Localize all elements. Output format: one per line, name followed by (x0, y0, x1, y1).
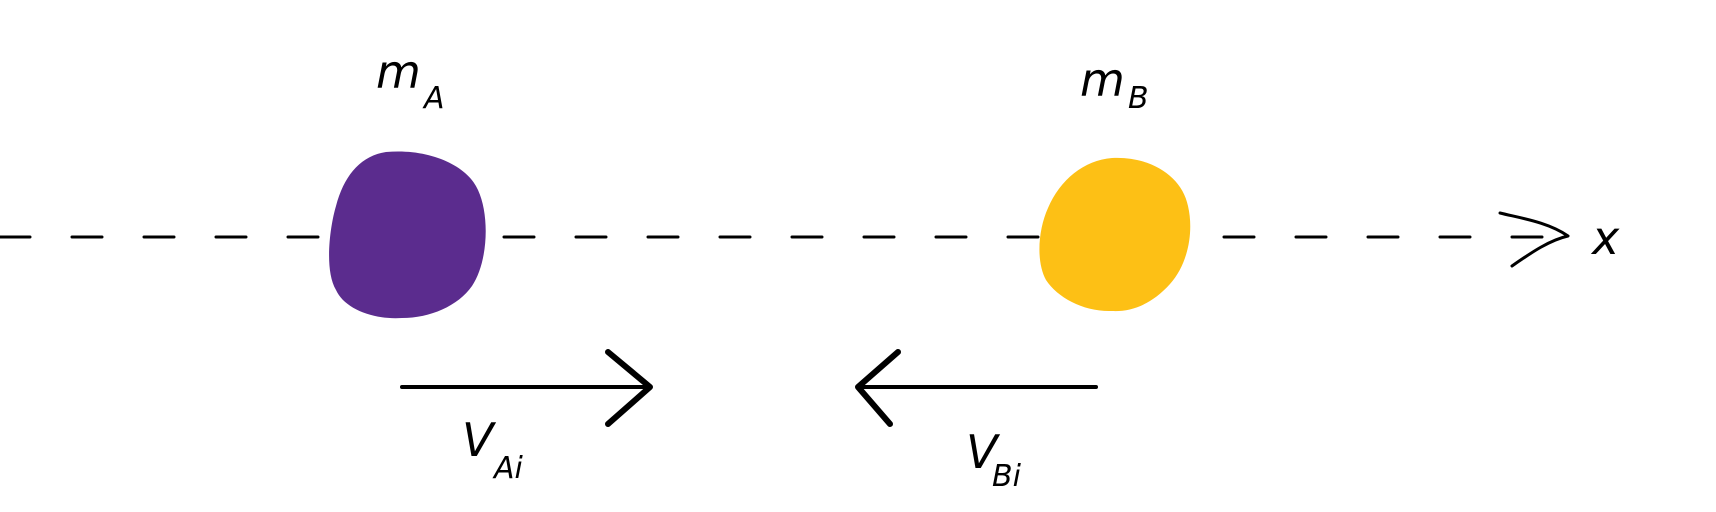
mass-b-subscript: B (1128, 81, 1149, 116)
x-axis-label: x (1590, 211, 1620, 265)
object-b-ball (1039, 157, 1191, 312)
x-axis-arrowhead-icon (1498, 211, 1570, 268)
velocity-a: V Ai (400, 349, 653, 486)
velocity-b-subscript: Bi (992, 459, 1022, 494)
object-a: m A (329, 45, 486, 319)
object-b: m B (1039, 53, 1191, 312)
x-axis: x (0, 211, 1620, 268)
mass-a-subscript: A (422, 81, 445, 116)
velocity-a-arrowhead-icon (605, 349, 653, 427)
mass-a-symbol: m (376, 45, 421, 99)
object-a-ball (329, 151, 486, 319)
velocity-b-symbol: V (966, 425, 1001, 479)
mass-b-symbol: m (1080, 53, 1125, 107)
velocity-a-subscript: Ai (492, 451, 524, 486)
velocity-b-arrowhead-icon (855, 349, 901, 427)
velocity-a-symbol: V (462, 413, 497, 467)
velocity-b: V Bi (855, 349, 1098, 494)
